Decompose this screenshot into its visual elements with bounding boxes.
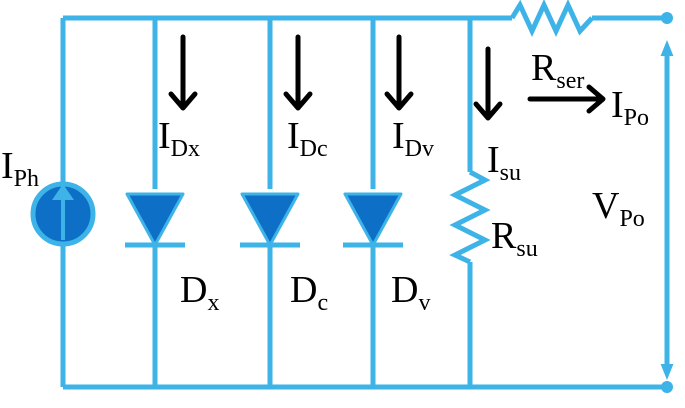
label-r-su: Rsu: [491, 215, 538, 262]
shunt-current-arrow-icon: [473, 46, 503, 121]
diode-v-icon: [338, 189, 408, 248]
label-d-x: Dx: [180, 269, 219, 316]
current-source-icon: [30, 181, 96, 247]
current-arrows: [168, 34, 606, 121]
label-d-c: Dc: [290, 269, 328, 316]
label-i-su: Isu: [487, 139, 521, 186]
diode-c-current-arrow-icon: [283, 34, 313, 111]
label-i-ph: IPh: [1, 145, 39, 192]
label-i-po: IPo: [611, 84, 649, 131]
output-current-arrow-icon: [527, 84, 606, 114]
label-i-dc: IDc: [287, 115, 328, 162]
positive-terminal-icon: [661, 12, 673, 24]
diode-v-current-arrow-icon: [384, 34, 414, 111]
diode-c-icon: [235, 189, 305, 248]
shunt-resistor-icon: [449, 169, 491, 265]
series-resistor-icon: [509, 0, 594, 37]
diode-x-current-arrow-icon: [168, 34, 198, 111]
label-v-po: VPo: [592, 185, 645, 232]
label-d-v: Dv: [391, 269, 430, 316]
label-i-dv: IDv: [392, 115, 434, 162]
label-r-ser: Rser: [531, 47, 584, 94]
negative-terminal-icon: [661, 381, 673, 393]
label-i-dx: IDx: [158, 115, 200, 162]
diode-x-icon: [120, 189, 190, 248]
